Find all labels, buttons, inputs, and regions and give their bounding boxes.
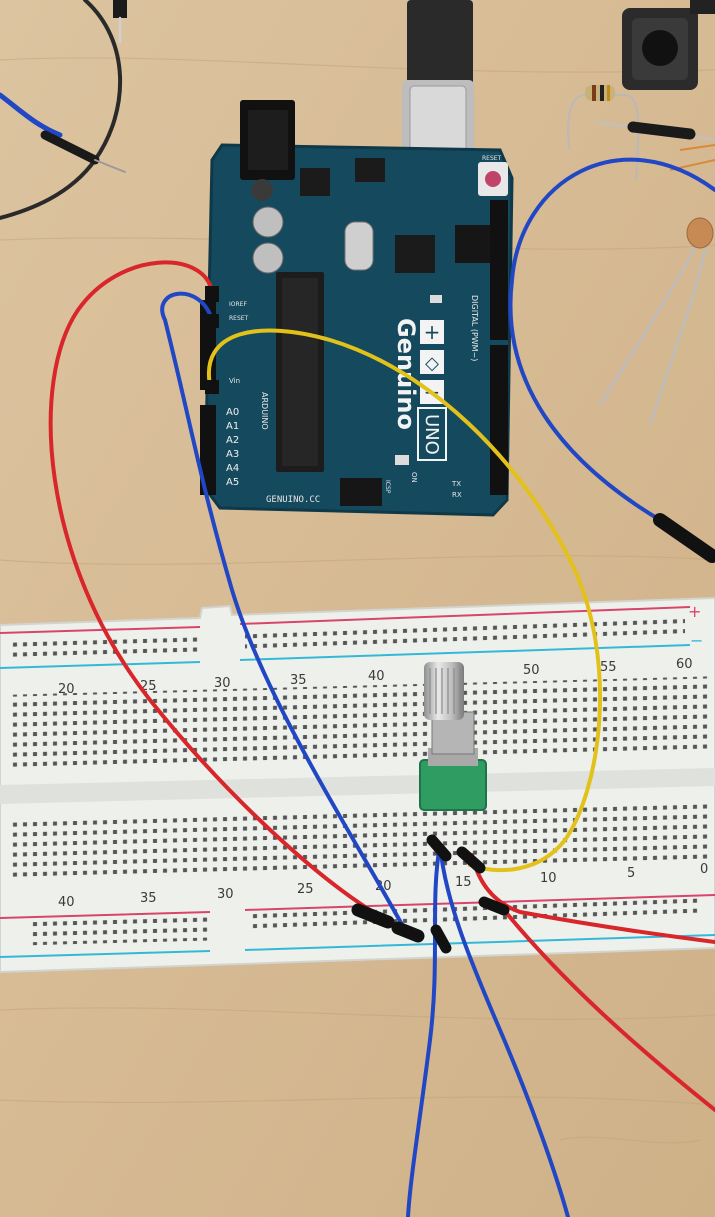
logo-symbols: + ◇ −	[417, 320, 447, 461]
analog-pin-label: A4	[226, 463, 239, 474]
capacitor	[252, 206, 284, 238]
url-label: GENUINO.CC	[266, 495, 320, 505]
column-number: 60	[676, 657, 693, 672]
rail-line-red-top	[0, 606, 691, 634]
capacitor	[252, 242, 284, 274]
plus-symbol: +	[424, 320, 441, 344]
blue-wire-gnd	[160, 291, 407, 932]
icsp-label: ICSP	[384, 480, 391, 494]
reset-label: RESET	[482, 155, 502, 162]
analog-pin-label: A1	[226, 421, 239, 432]
breadboard: + − 20 25 30 35 40 45 50 55 60 40 35 30 …	[0, 596, 715, 974]
blue-wire-right	[508, 157, 715, 522]
column-number: 35	[290, 673, 307, 688]
reset-pin-label: RESET	[229, 315, 249, 322]
rail-plus-sign: +	[688, 602, 701, 621]
analog-pin-labels: A0 A1 A2 A3 A4 A5	[226, 407, 239, 488]
yellow-wire-signal	[206, 328, 603, 872]
analog-pin-label: A3	[226, 449, 239, 460]
stray-wires-top-left	[0, 0, 127, 220]
jumper-wires	[48, 157, 715, 1217]
red-wire-pot	[470, 853, 715, 944]
column-number: 40	[368, 669, 385, 684]
digital-header	[490, 200, 508, 340]
center-channel	[0, 768, 715, 804]
column-number: 20	[58, 682, 75, 697]
column-number: 50	[523, 663, 540, 678]
crystal	[344, 221, 374, 271]
photoresistor-component	[598, 217, 714, 426]
column-number: 55	[600, 660, 617, 675]
on-label: ON	[410, 472, 418, 483]
genuino-uno-board: + ◇ − Genuino UNO GENUINO.CC DIGITAL (PW…	[200, 100, 514, 517]
arduino-mark: ARDUINO	[260, 392, 269, 430]
analog-pin-label: A0	[226, 407, 239, 418]
rail-minus-sign: −	[690, 631, 703, 650]
column-number: 5	[627, 866, 635, 881]
diode-component	[594, 121, 715, 171]
column-number: 30	[214, 676, 231, 691]
column-number: 25	[297, 882, 314, 897]
column-number: 40	[58, 895, 75, 910]
resistor-component	[567, 85, 640, 181]
column-number: 15	[455, 875, 472, 890]
rail-line-blue-top	[0, 644, 691, 669]
blue-wire-pot	[406, 843, 442, 1217]
vin-label: Vin	[229, 377, 240, 385]
analog-pin-label: A5	[226, 477, 239, 488]
diamond-symbol: ◇	[425, 353, 439, 374]
analog-pin-label: A2	[226, 435, 239, 446]
rail-line-blue-bottom	[0, 934, 715, 958]
usb-chip	[395, 235, 435, 273]
column-number: 0	[700, 862, 708, 877]
tx-label: TX	[451, 480, 461, 488]
ioref-label: IOREF	[229, 301, 247, 308]
column-number: 10	[540, 871, 557, 886]
pushbutton-component	[622, 0, 715, 90]
header-label: DIGITAL (PWM~)	[470, 295, 479, 361]
potentiometer	[419, 662, 487, 811]
rx-label: RX	[452, 491, 462, 499]
analog-header	[200, 405, 216, 495]
column-number: 30	[217, 887, 234, 902]
model-label: UNO	[421, 414, 442, 455]
column-number: 35	[140, 891, 157, 906]
red-wire-5v	[48, 260, 380, 917]
